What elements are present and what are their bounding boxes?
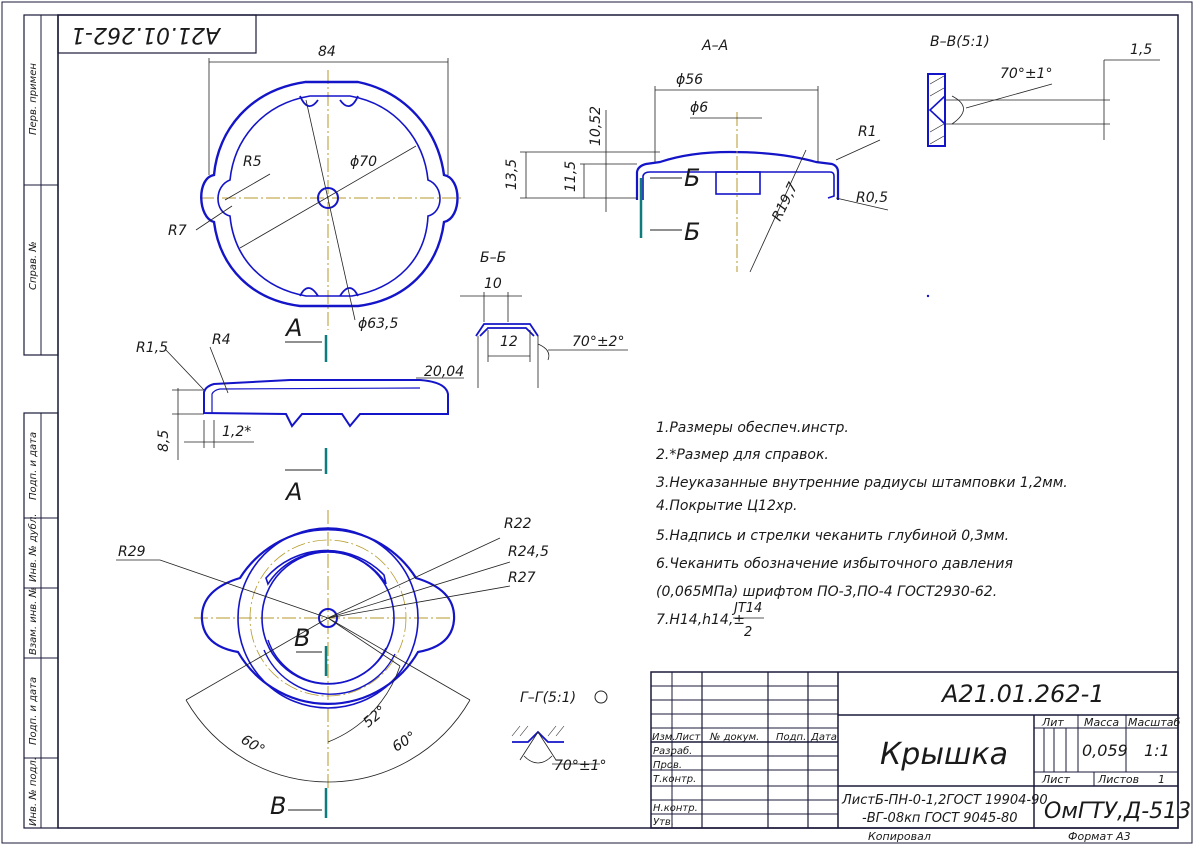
dim-15: 1,5 (1130, 42, 1152, 58)
label-sprav-no: Справ. № (28, 241, 39, 290)
dim-r245: R24,5 (508, 544, 549, 560)
dim-10: 10 (484, 276, 502, 292)
side-view: R1,5 R4 20,04 8,5 1,2* А А (136, 314, 464, 506)
note-7: 7.H14,h14,± (656, 612, 745, 628)
cut-a-top: А (284, 314, 302, 342)
note-4: 4.Покрытие Ц12хр. (656, 498, 797, 514)
dim-135: 13,5 (504, 159, 520, 190)
dim-r4: R4 (212, 332, 231, 348)
cut-a-bottom: А (284, 478, 302, 506)
label-inv-podl: Инв. № подл. (28, 757, 39, 826)
section-aa: А–А ϕ56 ϕ6 10,52 13,5 11,5 R1 R19,7 R0,5… (504, 38, 930, 298)
tb-razrab: Разраб. (653, 745, 692, 757)
dim-12star: 1,2* (222, 424, 251, 440)
label-podp-data-1: Подп. и дата (28, 432, 39, 500)
cut-b-top: Б (684, 164, 700, 192)
section-aa-title: А–А (701, 38, 728, 54)
dim-r15: R1,5 (136, 340, 168, 356)
tb-tkontr: Т.контр. (653, 774, 696, 785)
tb-kopiroval: Копировал (868, 830, 931, 843)
tb-listov-value: 1 (1158, 773, 1165, 786)
note-5: 5.Надпись и стрелки чеканить глубиной 0,… (656, 528, 1009, 544)
tb-col-masshtab: Масштаб (1128, 716, 1180, 729)
top-code: А21.01.262-1 (71, 22, 222, 47)
angle-60b: 60° (390, 729, 420, 756)
tb-name: Крышка (880, 737, 1008, 772)
tb-doc: № докум. (709, 732, 759, 743)
section-gg-title: Г–Г(5:1) (520, 690, 576, 706)
dim-12: 12 (500, 334, 518, 350)
angle-vv: 70°±1° (1000, 66, 1052, 82)
dim-phi635: ϕ63,5 (358, 316, 399, 332)
dim-84: 84 (318, 44, 336, 60)
cut-v-top: В (294, 624, 310, 652)
dim-1052: 10,52 (588, 106, 604, 146)
tb-masshtab: 1:1 (1144, 741, 1170, 760)
tolerance-numerator: JT14 (731, 601, 762, 616)
note-1: 1.Размеры обеспеч.инстр. (656, 420, 849, 436)
tb-col-lit: Лит (1041, 716, 1064, 729)
tb-format: Формат А3 (1068, 830, 1131, 843)
tb-prov: Пров. (653, 760, 682, 771)
angle-gg: 70°±1° (554, 758, 606, 774)
dim-r05: R0,5 (856, 190, 888, 206)
section-bb: Б–Б 10 12 70°±2° (460, 250, 628, 388)
section-vv-title: В–В(5:1) (930, 34, 990, 50)
tb-list-label: Лист (1041, 773, 1070, 786)
dim-r5: R5 (243, 154, 262, 170)
tb-organization: ОмГТУ,Д-513 (1044, 799, 1191, 824)
note-3: 3.Неуказанные внутренние радиусы штампов… (656, 475, 1068, 491)
notes: 1.Размеры обеспеч.инстр. 2.*Размер для с… (656, 420, 1068, 640)
tb-list: Лист (674, 732, 702, 743)
dim-r7: R7 (168, 223, 187, 239)
section-bb-title: Б–Б (480, 250, 506, 266)
note-2: 2.*Размер для справок. (656, 447, 829, 463)
tb-material-1: ЛистБ-ПН-0-1,2ГОСТ 19904-90 (841, 793, 1048, 808)
angle-bb: 70°±2° (572, 334, 624, 350)
label-podp-data-2: Подп. и дата (28, 677, 39, 745)
cut-b-bottom: Б (684, 218, 700, 246)
tb-listov-label: Листов (1097, 773, 1139, 786)
cut-v-bottom: В (270, 792, 286, 820)
tolerance-denominator: 2 (744, 625, 752, 640)
bottom-view: R22 R24,5 R27 R29 60° 52° 60° В В (116, 510, 549, 820)
dim-85: 8,5 (156, 430, 172, 452)
label-perv-primen: Перв. примен (28, 63, 39, 135)
section-vv: В–В(5:1) 70°±1° 1,5 (927, 34, 1160, 147)
dim-phi6: ϕ6 (690, 100, 708, 116)
tb-designation: А21.01.262-1 (940, 680, 1105, 708)
tb-nkontr: Н.контр. (653, 803, 698, 814)
title-block (650, 671, 1179, 829)
dim-phi70: ϕ70 (350, 154, 377, 170)
tb-utv: Утв. (653, 817, 674, 828)
tb-podp: Подп. (776, 732, 806, 743)
dim-115: 11,5 (563, 161, 579, 192)
dim-r197: R19,7 (769, 180, 801, 224)
angle-60a: 60° (238, 732, 268, 759)
dim-r27: R27 (508, 570, 536, 586)
label-inv-dubl: Инв. № дубл. (27, 514, 39, 582)
tb-izm: Изм. (652, 732, 676, 743)
tb-material-2: -ВГ-08кп ГОСТ 9045-80 (862, 811, 1018, 826)
note-6: 6.Чеканить обозначение избыточного давле… (656, 556, 1013, 572)
dim-phi56: ϕ56 (676, 72, 703, 88)
tb-massa: 0,059 (1082, 741, 1128, 760)
dim-2004: 20,04 (424, 364, 464, 380)
tb-col-massa: Масса (1084, 716, 1119, 729)
note-6-cont: (0,065МПа) шрифтом ПО-3,ПО-4 ГОСТ2930-62… (656, 584, 997, 600)
top-view: 84 ϕ70 R5 R7 ϕ63,5 (168, 44, 462, 332)
label-vzam-inv: Взам. инв. № (28, 587, 39, 655)
side-labels: Перв. примен Справ. № Подп. и дата Инв. … (27, 63, 39, 826)
dim-r1: R1 (858, 124, 877, 140)
tb-data: Дата (810, 732, 837, 743)
section-gg: Г–Г(5:1) 70°±1° (511, 690, 608, 774)
title-block-text: А21.01.262-1 Крышка ЛистБ-ПН-0-1,2ГОСТ 1… (652, 680, 1191, 843)
dim-r29: R29 (118, 544, 146, 560)
angle-52: 52° (360, 703, 389, 731)
dim-r22: R22 (504, 516, 532, 532)
